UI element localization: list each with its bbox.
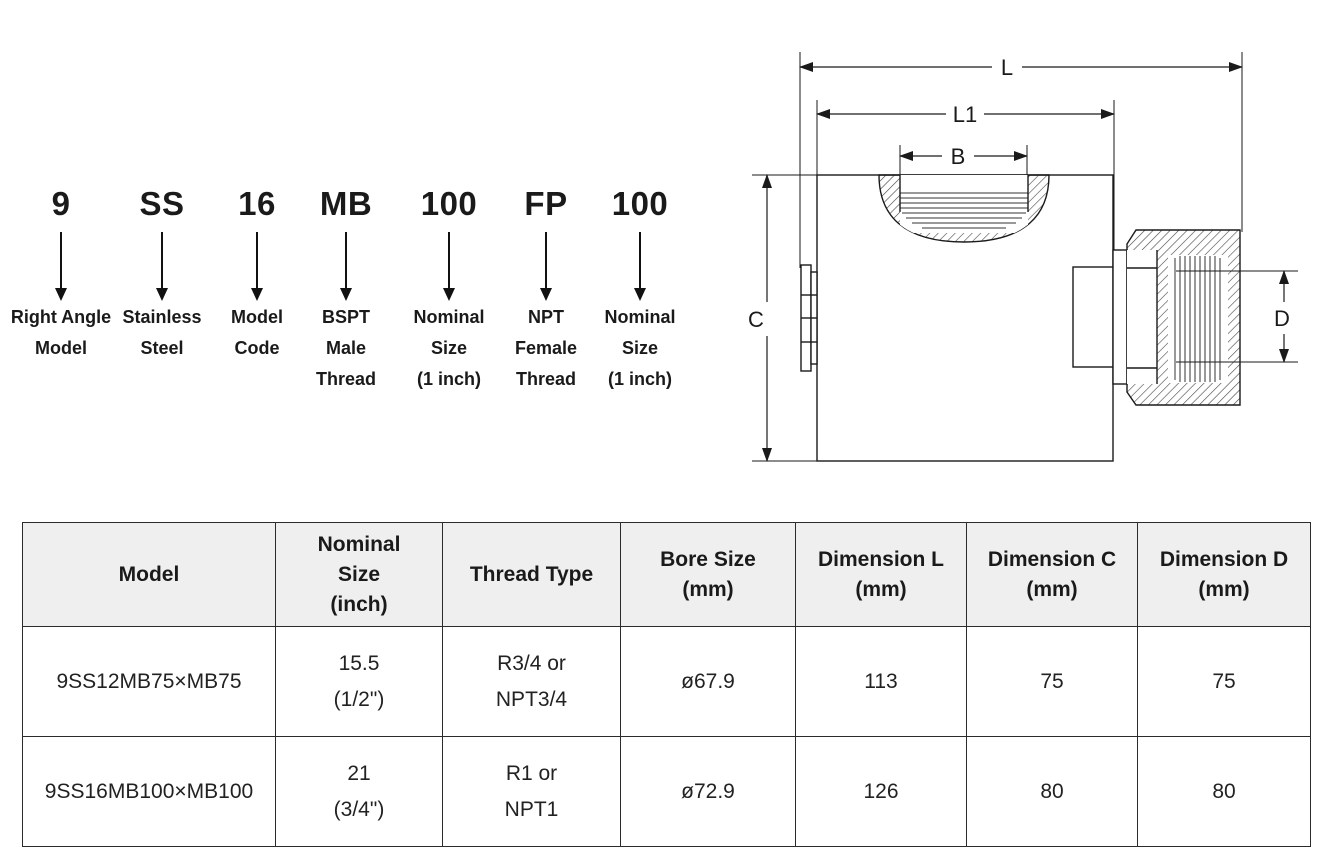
cell-thread-type: R1 or NPT1 (442, 736, 621, 847)
code-segment: 100 Nominal Size (1 inch) (575, 184, 705, 395)
cell-dimension-l: 113 (795, 626, 967, 737)
cell-nominal-size: 21 (3/4") (275, 736, 443, 847)
code-segment-value: MB (319, 185, 373, 222)
cell-dimension-d: 75 (1137, 626, 1311, 737)
column-header-thread-type: Thread Type (442, 522, 621, 627)
code-segment-value: SS (139, 185, 185, 222)
cell-thread-type: R3/4 or NPT3/4 (442, 626, 621, 737)
right-spigot (1072, 266, 1114, 368)
column-header-nominal-size: Nominal Size (inch) (275, 522, 443, 627)
code-segment-description: Model Code (231, 307, 283, 358)
top-port-section (878, 174, 1050, 243)
column-header-dimension-c: Dimension C (mm) (966, 522, 1138, 627)
table-row: 9SS16MB100×MB100 21 (3/4") R1 or NPT1 ø7… (22, 736, 1311, 847)
down-arrow-icon (281, 228, 411, 302)
cell-bore-size: ø67.9 (620, 626, 796, 737)
code-segment-description: Stainless Steel (122, 307, 202, 358)
specification-table: Model Nominal Size (inch) Thread Type Bo… (22, 522, 1311, 847)
code-segment-value: 9 (51, 185, 71, 222)
cell-dimension-c: 75 (966, 626, 1138, 737)
code-segment: 16 Model Code (192, 184, 322, 364)
code-segment-description: BSPT Male Thread (315, 307, 376, 389)
table-header-row: Model Nominal Size (inch) Thread Type Bo… (22, 522, 1311, 627)
cell-dimension-d: 80 (1137, 736, 1311, 847)
column-header-bore-size: Bore Size (mm) (620, 522, 796, 627)
column-header-model: Model (22, 522, 276, 627)
code-segment: FP NPT Female Thread (481, 184, 611, 395)
code-segment-value: 100 (611, 185, 669, 222)
code-segment-description: Nominal Size (1 inch) (604, 307, 676, 389)
dimension-label-l1: L1 (953, 102, 977, 127)
down-arrow-icon (481, 228, 611, 302)
dimension-label-c: C (748, 307, 764, 332)
fitting-technical-drawing: L L1 B C D (748, 52, 1298, 462)
code-segment-value: 16 (238, 185, 276, 222)
column-header-dimension-l: Dimension L (mm) (795, 522, 967, 627)
code-segment-description: Nominal Size (1 inch) (413, 307, 485, 389)
down-arrow-icon (192, 228, 322, 302)
right-collar (1112, 249, 1128, 385)
cell-bore-size: ø72.9 (620, 736, 796, 847)
cell-model: 9SS12MB75×MB75 (22, 626, 276, 737)
code-segment-description: NPT Female Thread (514, 307, 578, 389)
down-arrow-icon (575, 228, 705, 302)
code-segment-description: Right Angle Model (10, 307, 112, 358)
dimension-label-d: D (1274, 306, 1290, 331)
down-arrow-icon (0, 228, 126, 302)
dimension-label-l: L (1001, 55, 1013, 80)
column-header-dimension-d: Dimension D (mm) (1137, 522, 1311, 627)
code-segment: MB BSPT Male Thread (281, 184, 411, 395)
hex-nut-section (1126, 229, 1241, 406)
table-row: 9SS12MB75×MB75 15.5 (1/2") R3/4 or NPT3/… (22, 626, 1311, 737)
cell-nominal-size: 15.5 (1/2") (275, 626, 443, 737)
code-segment: SS Stainless Steel (97, 184, 227, 364)
code-segment-value: FP (524, 185, 568, 222)
cell-dimension-l: 126 (795, 736, 967, 847)
down-arrow-icon (384, 228, 514, 302)
code-segment: 100 Nominal Size (1 inch) (384, 184, 514, 395)
dimension-label-b: B (951, 144, 966, 169)
code-segment-value: 100 (420, 185, 478, 222)
cell-model: 9SS16MB100×MB100 (22, 736, 276, 847)
down-arrow-icon (97, 228, 227, 302)
cell-dimension-c: 80 (966, 736, 1138, 847)
code-segment: 9 Right Angle Model (0, 184, 126, 364)
